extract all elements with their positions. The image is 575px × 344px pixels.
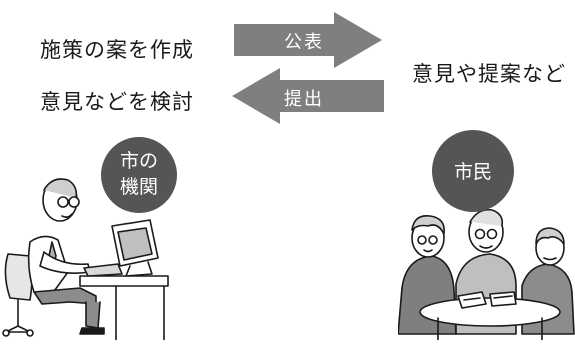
- citizen-badge-label: 市民: [453, 161, 492, 183]
- citizen-opinions-text: 意見や提案など: [412, 62, 566, 86]
- publish-arrow: 公表: [234, 12, 382, 68]
- gov-create-proposal-text: 施策の案を作成: [40, 38, 194, 62]
- left-arrow-icon: [232, 68, 384, 124]
- submit-arrow: 提出: [232, 68, 384, 124]
- gov-badge-line1: 市の: [119, 150, 158, 172]
- government-agency-badge: 市の 機関: [101, 137, 177, 213]
- right-arrow-icon: [234, 12, 382, 68]
- publish-arrow-label: 公表: [284, 32, 324, 53]
- office-worker-illustration: [0, 176, 172, 341]
- citizen-group-illustration: [397, 200, 575, 341]
- submit-arrow-label: 提出: [284, 89, 324, 110]
- citizen-badge: 市民: [432, 130, 514, 212]
- gov-review-opinions-text: 意見などを検討: [40, 90, 194, 114]
- gov-badge-line2: 機関: [119, 176, 158, 198]
